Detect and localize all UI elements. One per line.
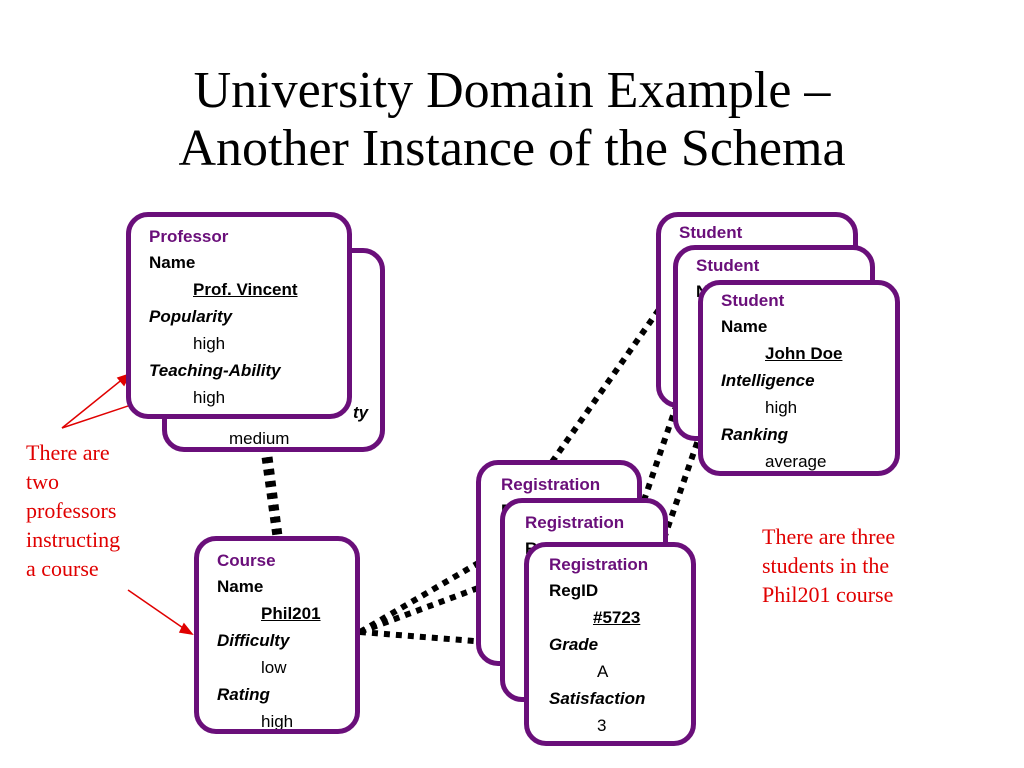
attr-difficulty-value: low xyxy=(261,658,287,677)
attr-name-label: Name xyxy=(149,253,196,272)
attr-teaching-value: high xyxy=(193,388,226,407)
attr-name-value: John Doe xyxy=(765,344,843,363)
value-medium: medium xyxy=(229,429,290,448)
attr-intelligence-value: high xyxy=(765,398,798,417)
note-arrowhead-3 xyxy=(178,622,194,636)
attr-popularity-label: Popularity xyxy=(149,307,233,326)
attr-satisfaction-value: 3 xyxy=(597,716,607,735)
attr-regid-value: #5723 xyxy=(593,608,641,627)
entity-type: Student xyxy=(721,291,785,310)
attr-name-label: Name xyxy=(721,317,768,336)
entity-type: Registration xyxy=(501,475,601,494)
note-two-professors: There are two professors instructing a c… xyxy=(26,440,121,581)
entity-type: Student xyxy=(696,256,760,275)
title-line-1: University Domain Example – xyxy=(193,62,831,119)
note-arrow-3 xyxy=(127,589,187,631)
title-line-2: Another Instance of the Schema xyxy=(178,120,846,178)
attr-name-value: Phil201 xyxy=(261,604,321,623)
attr-rating-label: Rating xyxy=(217,685,270,704)
attr-popularity-value: high xyxy=(193,334,226,353)
note-arrow-1 xyxy=(61,377,125,429)
slide-title: University Domain Example – Another Inst… xyxy=(0,62,1024,178)
attr-ranking-value: average xyxy=(765,452,827,471)
attr-name-value: Prof. Vincent xyxy=(193,280,298,299)
link-professor-back-course xyxy=(265,444,283,541)
entity-type: Student xyxy=(679,223,743,242)
attr-regid-label: RegID xyxy=(549,581,599,600)
student-card: Student Name John Doe Intelligence high … xyxy=(698,280,900,476)
course-card: Course Name Phil201 Difficulty low Ratin… xyxy=(194,536,360,734)
entity-type: Registration xyxy=(549,555,649,574)
professor-card: Professor Name Prof. Vincent Popularity … xyxy=(126,212,352,419)
attr-teaching-label: Teaching-Ability xyxy=(149,361,281,380)
note-three-students: There are three students in the Phil201 … xyxy=(762,524,896,607)
partial-attribute: ty xyxy=(353,403,369,422)
attr-rating-value: high xyxy=(261,712,294,731)
entity-type: Professor xyxy=(149,227,229,246)
attr-difficulty-label: Difficulty xyxy=(217,631,290,650)
attr-satisfaction-label: Satisfaction xyxy=(549,689,646,708)
attr-grade-value: A xyxy=(597,662,609,681)
attr-ranking-label: Ranking xyxy=(721,425,789,444)
registration-card: Registration RegID #5723 Grade A Satisfa… xyxy=(524,542,696,746)
link-course-registration-back2 xyxy=(358,559,482,635)
entity-type: Registration xyxy=(525,513,625,532)
entity-type: Course xyxy=(217,551,276,570)
link-registration-back2-student-back2 xyxy=(549,306,663,464)
attr-grade-label: Grade xyxy=(549,635,599,654)
attr-intelligence-label: Intelligence xyxy=(721,371,815,390)
attr-name-label: Name xyxy=(217,577,264,596)
